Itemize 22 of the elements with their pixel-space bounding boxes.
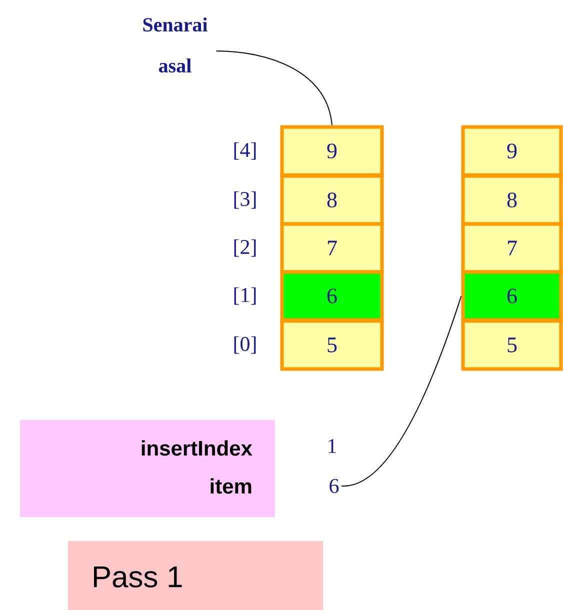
index-label: [3] [234,191,256,209]
value-text: 6 [330,478,339,494]
index-label: [1] [234,287,256,305]
array-cell: 5 [280,319,384,371]
array-cell: 5 [461,319,563,371]
array-cell: 6 [461,270,563,322]
leader-line [340,296,462,486]
index-label: [0] [234,336,256,354]
variable-box: insertIndex item [20,420,275,517]
array-cell: 9 [280,125,384,177]
array-cell: 7 [461,222,563,274]
array-cell: 8 [461,174,563,226]
callout-text: Senarai asal [143,17,208,73]
array-cell: 6 [280,270,384,322]
leader-line [216,50,332,126]
array-cell: 7 [280,222,384,274]
pass-box: Pass 1 [68,541,323,610]
array-cell: 9 [461,125,563,177]
index-label: [2] [234,239,256,257]
array-cell: 8 [280,174,384,226]
value-text: 1 [328,439,336,453]
index-label: [4] [234,142,256,160]
